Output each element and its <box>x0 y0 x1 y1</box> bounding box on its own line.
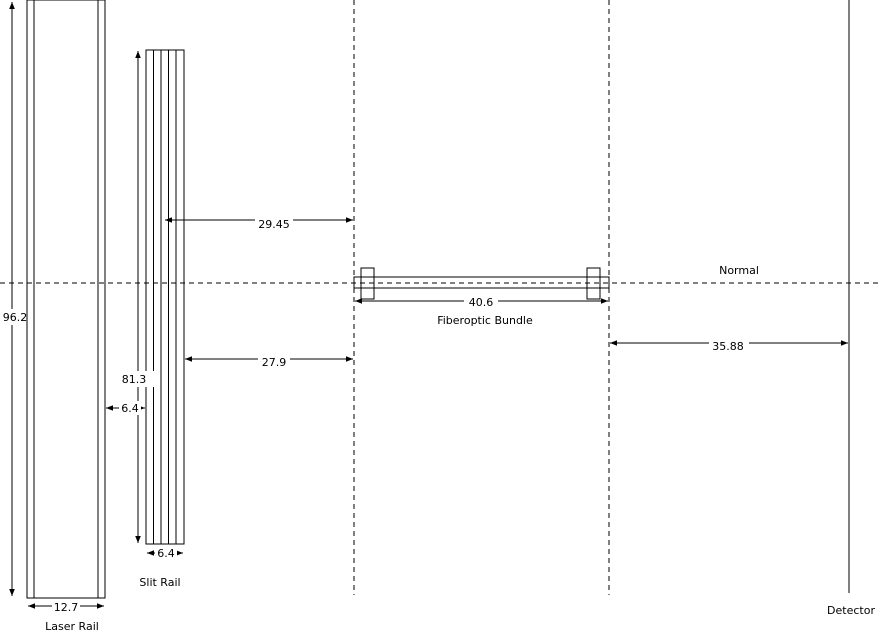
slit-to-bundle-lower-label: 27.9 <box>262 356 287 369</box>
slit-to-bundle-upper-label: 29.45 <box>258 218 290 231</box>
bundle-to-detector-label: 35.88 <box>712 340 744 353</box>
slit-rail-width-label: 6.4 <box>157 547 175 560</box>
detector-label: Detector <box>827 604 875 617</box>
fiberoptic-bundle-label: Fiberoptic Bundle <box>437 314 533 327</box>
rail-gap-label: 6.4 <box>121 402 139 415</box>
slit-rail-label: Slit Rail <box>139 576 180 589</box>
laser-rail-label: Laser Rail <box>45 620 99 631</box>
laser-rail <box>26 0 106 599</box>
normal-label: Normal <box>719 264 759 277</box>
slit-rail <box>145 49 185 545</box>
laser-rail-height-label: 96.2 <box>3 311 28 324</box>
laser-rail-width-label: 12.7 <box>54 601 79 614</box>
slit-rail-height-label: 81.3 <box>122 373 147 386</box>
bundle-length-label: 40.6 <box>469 296 494 309</box>
